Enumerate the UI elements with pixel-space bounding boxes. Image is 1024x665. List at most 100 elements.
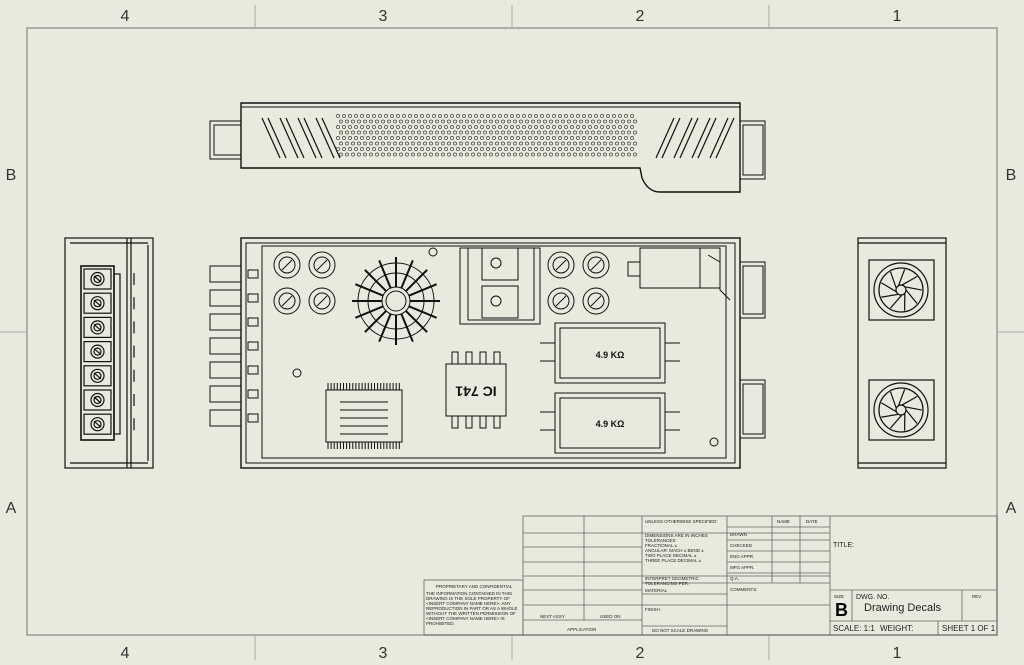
- dims-line-4: TWO PLACE DECIMAL ±: [645, 553, 697, 558]
- fan-blade: [881, 413, 899, 418]
- vent-hole: [447, 141, 451, 146]
- screw-icon: [90, 392, 105, 408]
- vent-hole: [465, 130, 469, 135]
- vent-hole: [531, 119, 535, 124]
- vent-hole: [549, 152, 553, 157]
- trimmer-slot: [281, 295, 293, 307]
- vent-hole: [543, 152, 547, 157]
- vent-hole: [360, 136, 364, 140]
- trimmer-rotor: [587, 256, 605, 274]
- vent-hole: [618, 147, 622, 151]
- vent-hole: [555, 141, 559, 146]
- vent-hole: [480, 147, 484, 151]
- vent-hole: [510, 125, 514, 129]
- vent-hole: [345, 152, 349, 157]
- vent-hole: [630, 114, 634, 118]
- vent-hole: [378, 125, 382, 129]
- edge-connector: [209, 409, 242, 427]
- vent-hole: [354, 125, 358, 129]
- trimmer-rotor: [552, 256, 570, 274]
- vent-hole: [516, 114, 520, 118]
- chip-label: IC 741: [455, 383, 496, 399]
- vent-hole: [522, 125, 526, 129]
- title-block: [423, 515, 998, 636]
- vent-hole: [507, 141, 511, 146]
- vent-hole: [390, 125, 394, 129]
- vent-hole: [462, 147, 466, 151]
- vent-hole: [369, 130, 373, 135]
- vent-hole: [399, 119, 403, 124]
- vent-slots-left: [261, 117, 341, 159]
- left-side-view: [64, 237, 154, 469]
- toroid-winding: [400, 259, 414, 289]
- vent-hole: [519, 152, 523, 157]
- toroid-inductor: [352, 257, 440, 345]
- terminal-cell: [83, 389, 112, 411]
- vent-hole: [390, 147, 394, 151]
- fan-blade: [889, 271, 897, 289]
- proprietary-line-1: DRAWING IS THE SOLE PROPERTY OF: [426, 596, 510, 601]
- vent-hole: [375, 119, 379, 124]
- vent-hole: [441, 130, 445, 135]
- vent-hole: [369, 141, 373, 146]
- vent-hole: [432, 114, 436, 118]
- vent-hole: [522, 147, 526, 151]
- front-view: 4.9 KΩ 4.9 KΩ IC 741: [209, 237, 766, 469]
- vent-hole: [471, 130, 475, 135]
- fan-blade: [905, 289, 918, 304]
- fan-hub: [895, 404, 907, 416]
- vent-hole: [417, 141, 421, 146]
- vent-hole: [438, 147, 442, 151]
- vent-hole: [465, 141, 469, 146]
- zone-col-3-top: 3: [379, 8, 388, 25]
- power-transistors: [459, 247, 541, 325]
- vent-hole: [615, 152, 619, 157]
- vent-hole: [387, 141, 391, 146]
- vent-hole: [366, 147, 370, 151]
- vent-hole: [495, 141, 499, 146]
- trimmer-slot: [281, 259, 293, 271]
- vent-hole: [405, 119, 409, 124]
- resistor-1-label: 4.9 KΩ: [596, 350, 625, 360]
- vent-hole: [429, 119, 433, 124]
- vent-hole: [408, 147, 412, 151]
- vent-hole: [390, 114, 394, 118]
- screw-head: [93, 323, 102, 332]
- vent-hole: [633, 141, 637, 146]
- vent-hole: [615, 141, 619, 146]
- vent-hole: [546, 147, 550, 151]
- vent-hole: [366, 114, 370, 118]
- vent-hole: [462, 136, 466, 140]
- vent-hole: [621, 119, 625, 124]
- vent-hole: [399, 152, 403, 157]
- vent-hole: [612, 114, 616, 118]
- ic-pin: [451, 415, 459, 429]
- vent-hole: [429, 141, 433, 146]
- terminal-cell: [83, 413, 112, 435]
- trimmer-pot: [547, 287, 575, 315]
- screw-head: [93, 347, 102, 356]
- screw-slot: [93, 396, 102, 404]
- vent-hole: [444, 147, 448, 151]
- trimmer-rotor: [587, 292, 605, 310]
- vent-hole: [435, 141, 439, 146]
- vent-hole: [342, 125, 346, 129]
- toroid-winding: [364, 310, 387, 333]
- vent-hole: [498, 147, 502, 151]
- vent-hole: [444, 114, 448, 118]
- vent-hole: [507, 119, 511, 124]
- vent-hole: [591, 152, 595, 157]
- vent-hole: [573, 152, 577, 157]
- fan-hub: [895, 284, 907, 296]
- vent-hole: [630, 125, 634, 129]
- vent-hole: [387, 152, 391, 157]
- vent-hole: [537, 119, 541, 124]
- qa-label: Q.A.: [730, 576, 739, 581]
- vent-hole: [408, 125, 412, 129]
- fan-blade: [890, 294, 903, 309]
- trimmer-slot: [555, 259, 567, 271]
- trimmer-slot: [555, 295, 567, 307]
- vent-hole: [501, 119, 505, 124]
- vent-hole: [549, 141, 553, 146]
- proprietary-line-4: WITHOUT THE WRITTEN PERMISSION OF: [426, 611, 516, 616]
